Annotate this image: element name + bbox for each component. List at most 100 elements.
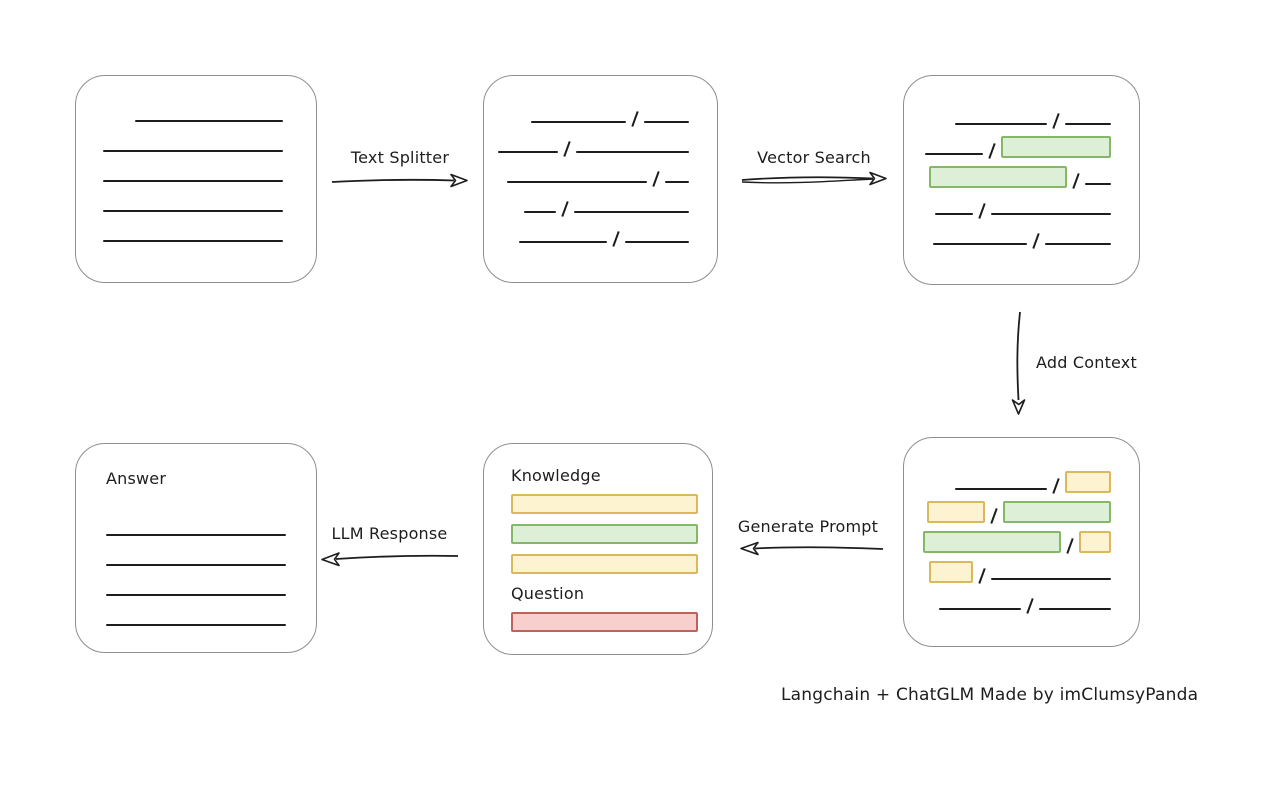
- text-line: [1039, 608, 1111, 610]
- yellow-prompt-bar: [511, 554, 698, 574]
- vector-search-label: Vector Search: [757, 148, 871, 167]
- llm-response-arrow: [321, 552, 459, 567]
- text-line: [1085, 183, 1111, 185]
- yellow-prompt-bar: [511, 494, 698, 514]
- chunk-row: [523, 186, 689, 217]
- yellow-highlight-chip: [928, 561, 973, 583]
- question-label: Question: [511, 584, 585, 603]
- chunk-row: [934, 188, 1111, 219]
- text-line: [506, 181, 647, 183]
- attribution-text: Langchain + ChatGLM Made by imClumsyPand…: [781, 685, 1199, 705]
- slash-separator: [988, 143, 996, 159]
- chunk-row: [954, 463, 1111, 494]
- chunk-row: [924, 128, 1111, 159]
- context-chunk-rows: [904, 463, 1111, 614]
- text-line: [574, 211, 689, 213]
- text-line: [954, 123, 1047, 125]
- slash-separator: [563, 141, 571, 157]
- matched-chunks-node: [903, 75, 1140, 285]
- green-highlight-chip: [928, 166, 1067, 188]
- text-line: [1065, 123, 1111, 125]
- text-line: [932, 243, 1027, 245]
- vector-search-arrow: [741, 171, 887, 186]
- chunk-row: [928, 553, 1111, 584]
- slash-separator: [561, 201, 569, 217]
- question-bar: [511, 612, 712, 632]
- slash-separator: [1052, 113, 1060, 129]
- split-chunk-rows: [484, 96, 689, 247]
- knowledge-label: Knowledge: [511, 466, 601, 485]
- text-line: [576, 151, 689, 153]
- chunk-row: [530, 96, 689, 127]
- slash-separator: [631, 111, 639, 127]
- text-line: [523, 211, 556, 213]
- prompt-node: Knowledge Question: [483, 443, 713, 655]
- chunk-row: [497, 126, 689, 157]
- text-line: [1045, 243, 1111, 245]
- text-splitter-label: Text Splitter: [350, 148, 450, 167]
- chunk-row: [932, 218, 1111, 249]
- chunk-row: [506, 156, 689, 187]
- slash-separator: [1032, 233, 1040, 249]
- text-line: [103, 150, 283, 152]
- text-line: [530, 121, 626, 123]
- text-line: [518, 241, 607, 243]
- source-document-node: [75, 75, 317, 283]
- text-line: [665, 181, 689, 183]
- text-line: [625, 241, 689, 243]
- text-line: [991, 213, 1111, 215]
- text-line: [497, 151, 558, 153]
- knowledge-bars: [511, 494, 712, 574]
- green-highlight-chip: [1003, 501, 1111, 523]
- slash-separator: [612, 231, 620, 247]
- text-line: [924, 153, 983, 155]
- chunk-row: [954, 98, 1111, 129]
- text-line: [938, 608, 1021, 610]
- text-line: [106, 534, 286, 536]
- text-line: [106, 564, 286, 566]
- text-line: [103, 180, 283, 182]
- context-chunks-node: [903, 437, 1140, 647]
- text-line: [644, 121, 689, 123]
- generate-prompt-arrow: [740, 541, 884, 556]
- llm-response-label: LLM Response: [331, 524, 448, 543]
- text-line: [954, 488, 1047, 490]
- slash-separator: [990, 508, 998, 524]
- add-context-label: Add Context: [1036, 353, 1137, 372]
- green-highlight-chip: [1001, 136, 1111, 158]
- red-prompt-bar: [511, 612, 698, 632]
- slash-separator: [652, 171, 660, 187]
- document-text-lines: [76, 120, 283, 270]
- yellow-highlight-chip: [1079, 531, 1111, 553]
- text-line: [991, 578, 1111, 580]
- slash-separator: [1066, 538, 1074, 554]
- answer-node: Answer: [75, 443, 317, 653]
- chunk-row: [926, 493, 1111, 524]
- text-line: [934, 213, 973, 215]
- add-context-arrow: [1011, 311, 1026, 415]
- chunk-row: [938, 583, 1111, 614]
- slash-separator: [1026, 598, 1034, 614]
- chunk-row: [928, 158, 1111, 189]
- slash-separator: [978, 568, 986, 584]
- yellow-highlight-chip: [926, 501, 985, 523]
- text-line: [103, 210, 283, 212]
- green-prompt-bar: [511, 524, 698, 544]
- answer-label: Answer: [106, 469, 167, 488]
- text-line: [106, 624, 286, 626]
- split-chunks-node: [483, 75, 718, 283]
- text-line: [103, 240, 283, 242]
- green-highlight-chip: [922, 531, 1061, 553]
- text-line: [106, 594, 286, 596]
- matched-chunk-rows: [904, 98, 1111, 249]
- slash-separator: [978, 203, 986, 219]
- slash-separator: [1072, 173, 1080, 189]
- chunk-row: [922, 523, 1111, 554]
- text-splitter-arrow: [331, 173, 468, 188]
- generate-prompt-label: Generate Prompt: [737, 517, 879, 536]
- slash-separator: [1052, 478, 1060, 494]
- chunk-row: [518, 216, 689, 247]
- answer-text-lines: [106, 534, 316, 654]
- yellow-highlight-chip: [1065, 471, 1111, 493]
